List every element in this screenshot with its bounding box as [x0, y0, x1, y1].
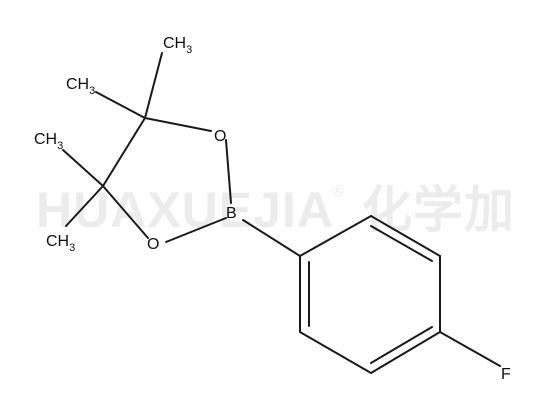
watermark: HUAXUEJIA ® 化学加	[36, 182, 515, 238]
phenyl-bonds	[242, 215, 501, 374]
bond-c4-f	[439, 331, 501, 367]
bond-c5-c6-inner	[370, 225, 433, 262]
bond-c4-o1	[144, 117, 212, 132]
bond-c5-c4	[102, 117, 146, 187]
watermark-chinese: 化学加	[362, 182, 515, 238]
bond-c2-c3	[299, 331, 372, 374]
methyl-bonds	[62, 52, 163, 227]
methyl-1-label: CH3	[163, 35, 192, 56]
bond-c6-c1	[299, 215, 372, 257]
bond-c3-c4-inner	[370, 326, 433, 364]
methyl-4-label: CH3	[46, 233, 75, 254]
ring-bonds	[102, 117, 232, 243]
watermark-registered: ®	[332, 183, 344, 200]
bond-o1-b	[225, 139, 232, 204]
bond-o2-c5	[102, 185, 149, 239]
bond-c5-c6	[370, 215, 441, 257]
methyl-2-label: CH3	[66, 76, 95, 97]
bond-c5-me4	[65, 185, 104, 227]
methyl-3-label: CH3	[34, 131, 63, 152]
boron-label: B	[226, 205, 237, 222]
bond-b-o2	[165, 217, 227, 243]
bond-c3-c4	[370, 331, 441, 374]
oxygen-top-label: O	[214, 128, 226, 145]
oxygen-bottom-label: O	[147, 236, 159, 253]
bond-b-c1	[242, 219, 301, 257]
atom-labels: O B O F CH3 CH3 CH3 CH3	[34, 35, 511, 383]
bond-c4-me2	[95, 91, 146, 119]
bond-c5-me3	[62, 149, 104, 187]
bond-c4-me1	[144, 52, 163, 119]
fluorine-label: F	[501, 366, 511, 383]
watermark-latin: HUAXUEJIA	[36, 182, 334, 238]
